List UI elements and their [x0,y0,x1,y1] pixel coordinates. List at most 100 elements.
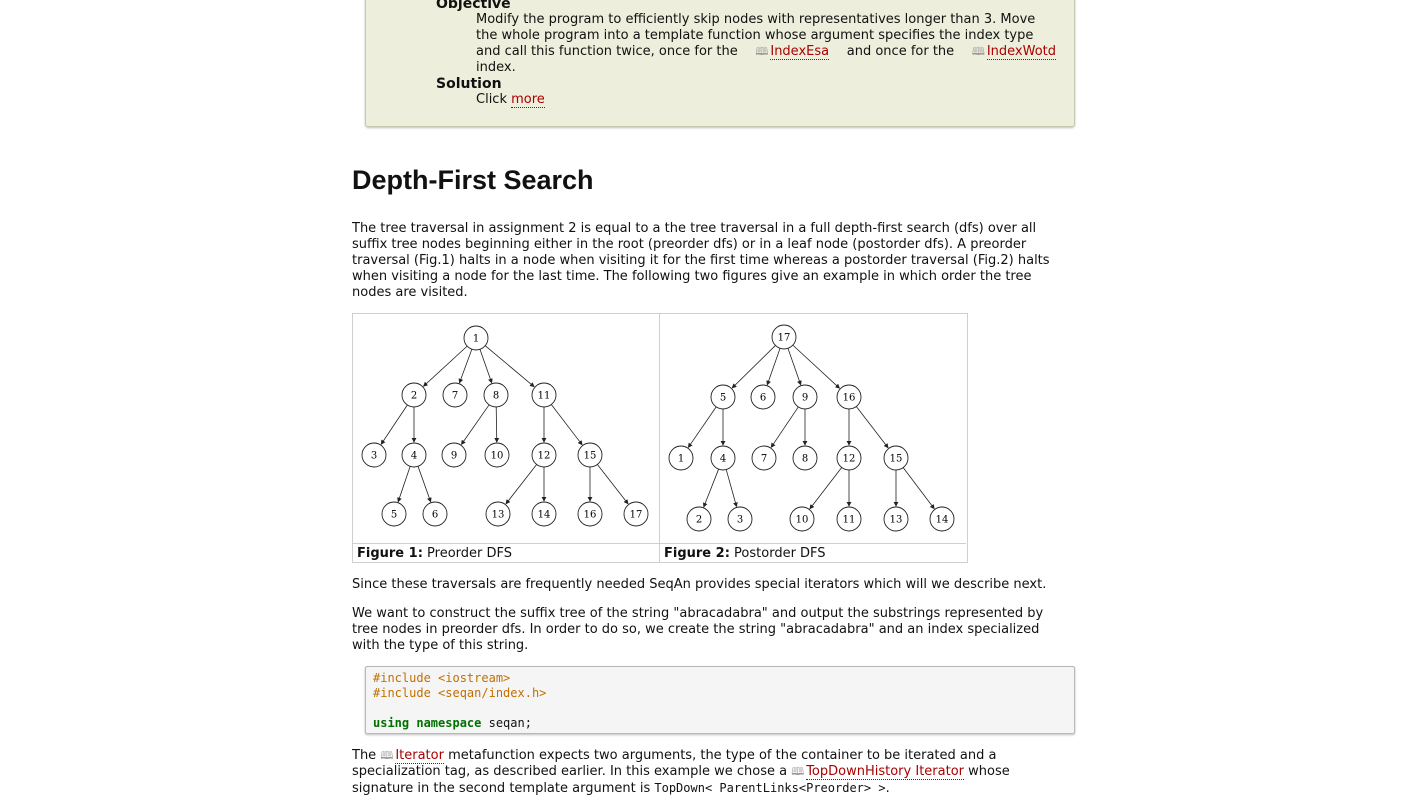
tree-node [577,501,603,527]
tree-node-label: 3 [737,515,743,526]
tree-node-label: 5 [720,393,726,404]
tree-node-label: 4 [411,451,417,462]
tree-node [792,384,818,410]
tree-node [485,501,511,527]
figure-2-caption: Figure 2: Postorder DFS [660,543,966,562]
tree-node [483,382,509,408]
tree-node [531,382,557,408]
tree-node-label: 15 [584,451,597,462]
para-text: signature in the second template argumen… [352,781,651,796]
tree-node-label: 1 [473,334,479,345]
tree-node-label: 3 [371,451,377,462]
tree-node-label: 1 [678,454,684,465]
solution-more-link[interactable]: more [511,92,545,108]
figure-2-caption-label: Figure 2: [664,546,730,561]
tree-node [836,384,862,410]
objective-line: and call this function twice, once for t… [476,44,1056,60]
construct-line: We want to construct the suffix tree of … [352,606,1044,621]
construct-line: with the type of this string. [352,638,529,653]
iterator-link-wrap[interactable]: 🕮Iterator [380,748,444,764]
tree-node-label: 8 [493,391,499,402]
code-using-namespace: using namespace seqan; [373,716,532,731]
tree-node [751,445,777,471]
section-title-depth-first-search: Depth-First Search [352,165,594,195]
tree-node [836,445,862,471]
tree-node [361,442,387,468]
code-block: #include <iostream> #include <seqan/inde… [365,666,1075,734]
tree-node-label: 14 [538,510,551,521]
tree-node-label: 15 [890,454,903,465]
tree-node [484,442,510,468]
tree-node [710,384,736,410]
tree-node [792,445,818,471]
tree-edge [397,466,411,503]
index-esa-link[interactable]: IndexEsa [770,44,830,60]
tree-edge [687,406,717,448]
tree-node [883,445,909,471]
tree-node [668,445,694,471]
index-wotd-link[interactable]: IndexWotd [986,44,1056,60]
tree-node [401,382,427,408]
para-text: . [885,781,890,796]
tree-node-label: 6 [432,510,438,521]
tree-node [442,382,468,408]
book-icon: 🕮 [971,45,985,58]
objective-text-fragment: and call this function twice, once for t… [476,44,738,59]
solution-click-text: Click [476,92,507,107]
tree-node-label: 2 [411,391,417,402]
tree-edges [380,345,629,505]
tree-edge [725,469,738,508]
tree-edge [731,345,776,389]
para-text: specialization tag, as described earlier… [352,764,788,779]
tree-node [401,442,427,468]
signature-code: TopDown< ParentLinks<Preorder> > [654,781,886,795]
tree-node [577,442,603,468]
figure-1-caption-label: Figure 1: [357,546,423,561]
index-esa-link-wrap[interactable]: 🕮IndexEsa [755,44,830,60]
iterators-paragraph: Since these traversals are frequently ne… [352,577,1047,592]
para-text: metafunction expects two arguments, the … [448,748,997,763]
assignment-box: Objective Modify the program to efficien… [365,0,1075,127]
tree-edge [702,469,719,508]
tree-edge [494,406,500,443]
tree-node [531,501,557,527]
book-icon: 🕮 [791,765,805,778]
tree-node-label: 9 [802,393,808,404]
tree-node-label: 10 [796,515,809,526]
tree-edge [417,466,432,503]
topdown-link-wrap[interactable]: 🕮TopDownHistory Iterator [791,764,964,780]
iterator-link[interactable]: Iterator [395,748,444,764]
intro-line: nodes are visited. [352,285,468,300]
tree-node [623,501,649,527]
tree-node [789,506,815,532]
tree-edge [902,467,935,510]
tree-node [929,506,955,532]
code-include-index: #include <seqan/index.h> [373,686,547,700]
solution-text: Click more [476,92,1056,108]
objective-line: index. [476,60,516,75]
intro-line: traversal (Fig.1) halts in a node when v… [352,253,1050,268]
tree-node-label: 14 [936,515,949,526]
topdown-history-iterator-link[interactable]: TopDownHistory Iterator [806,764,964,780]
tree-node-label: 13 [890,515,903,526]
objective-text: Modify the program to efficiently skip n… [476,12,1056,76]
tree-node [381,501,407,527]
objective-label: Objective [436,0,511,12]
tree-node [750,384,776,410]
figure-1-caption-text: Preorder DFS [427,546,513,561]
tree-edge [770,406,799,448]
para-text: The [352,748,377,763]
tree-node-label: 10 [491,451,504,462]
tree-edge [380,404,408,445]
tree-node [727,506,753,532]
intro-line: The tree traversal in assignment 2 is eq… [352,221,1037,236]
index-wotd-link-wrap[interactable]: 🕮IndexWotd [972,44,1056,60]
code-include-iostream: #include <iostream> [373,671,511,685]
tree-node-label: 13 [492,510,505,521]
tree-edge [422,345,468,387]
